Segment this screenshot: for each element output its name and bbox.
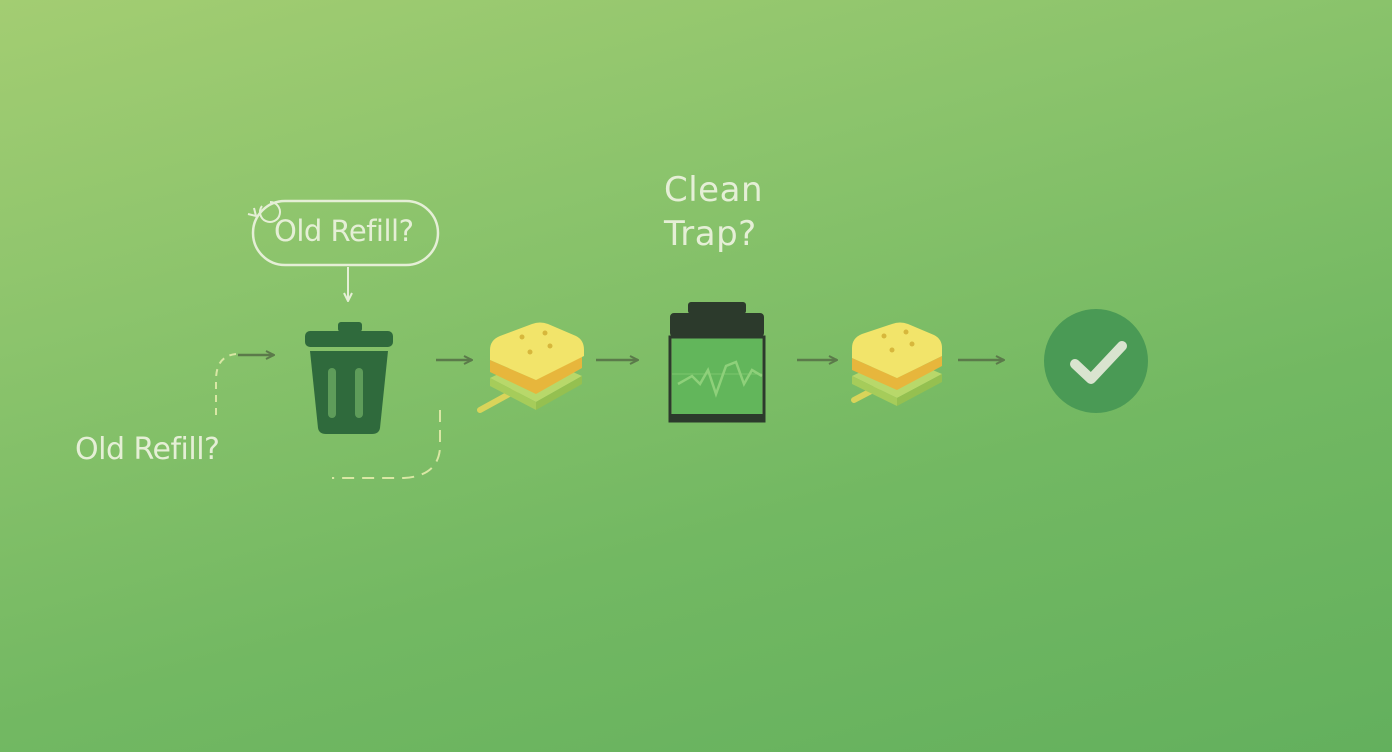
clean-trap-line-2: Trap? — [664, 214, 757, 254]
check-circle-icon — [1044, 309, 1148, 413]
clean-trap-line-1: Clean — [664, 170, 763, 210]
bubble-question-label: Old Refill? — [274, 214, 414, 248]
bottom-dashed-connector — [332, 410, 441, 479]
side-question-label: Old Refill? — [75, 432, 220, 467]
question-bubble — [247, 199, 440, 267]
sponge-icon — [477, 322, 584, 413]
clean-trap-label: Clean Trap? — [664, 168, 763, 256]
trash-can-icon — [305, 322, 393, 434]
side-dashed-connector — [215, 353, 237, 415]
sponge-icon — [851, 322, 942, 406]
grease-trap-icon — [668, 302, 766, 423]
